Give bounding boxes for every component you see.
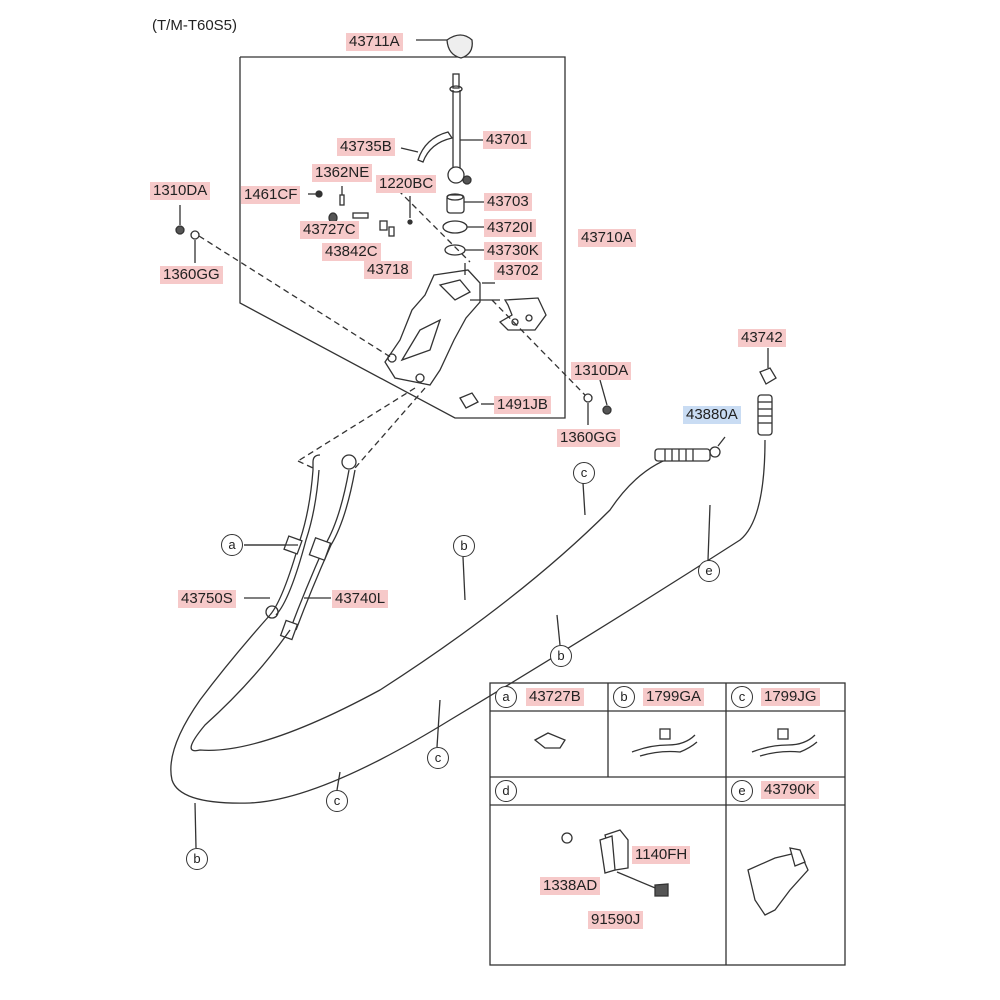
callout-1140FH[interactable]: 1140FH: [632, 846, 691, 864]
fitting-43880A: [654, 446, 721, 462]
callout-43710A[interactable]: 43710A: [578, 229, 636, 247]
callout-43727C[interactable]: 43727C: [300, 221, 359, 239]
callout-43742[interactable]: 43742: [738, 329, 786, 347]
callout-43730K[interactable]: 43730K: [484, 242, 542, 260]
legend-letter-a: a: [495, 686, 517, 708]
callout-1360GG-top[interactable]: 1360GG: [160, 266, 223, 284]
marker-c: c: [427, 747, 449, 769]
marker-a: a: [221, 534, 243, 556]
callout-43718[interactable]: 43718: [364, 261, 412, 279]
assembly-frame: [239, 56, 566, 419]
marker-c: c: [573, 462, 595, 484]
nut-1310DA-left: [175, 225, 185, 235]
callout-1310DA-right[interactable]: 1310DA: [571, 362, 632, 380]
legend-letter-b: b: [613, 686, 635, 708]
shift-lever: [447, 73, 472, 185]
nut-1461CF: [315, 190, 323, 198]
shift-bracket: [384, 269, 500, 386]
band-1799JG-icon: [751, 728, 818, 757]
legend-part-43727B[interactable]: 43727B: [526, 688, 584, 706]
callout-43735B[interactable]: 43735B: [337, 138, 395, 156]
callout-43740L[interactable]: 43740L: [332, 590, 389, 608]
callout-43701[interactable]: 43701: [483, 131, 531, 149]
callout-1338AD[interactable]: 1338AD: [540, 877, 601, 895]
callout-43702[interactable]: 43702: [494, 262, 542, 280]
legend-letter-e: e: [731, 780, 753, 802]
legend-letter-d: d: [495, 780, 517, 802]
lever-43702: [498, 297, 547, 331]
bushing-43703: [446, 193, 465, 214]
cable-43740L: [279, 454, 357, 641]
shift-knob: [446, 34, 473, 59]
dashed-leaders: [198, 189, 586, 469]
callout-1220BC[interactable]: 1220BC: [376, 175, 437, 193]
marker-b: b: [550, 645, 572, 667]
callout-43880A[interactable]: 43880A: [683, 406, 741, 424]
callout-43720I[interactable]: 43720I: [484, 219, 536, 237]
pin-43842C: [352, 212, 369, 219]
callout-43750S[interactable]: 43750S: [178, 590, 236, 608]
legend-letter-c: c: [731, 686, 753, 708]
marker-c: c: [326, 790, 348, 812]
legend-table: [489, 682, 846, 966]
marker-leaders: [194, 482, 711, 849]
band-1799GA-icon: [631, 728, 698, 757]
callout-43842C[interactable]: 43842C: [322, 243, 381, 261]
cable-route-outer: [170, 439, 766, 804]
callout-1310DA-top[interactable]: 1310DA: [150, 182, 211, 200]
callout-91590J[interactable]: 91590J: [588, 911, 644, 929]
cable-43750S: [265, 469, 320, 619]
model-header: (T/M-T60S5): [152, 17, 238, 34]
callout-1362NE[interactable]: 1362NE: [312, 164, 373, 182]
clip-43790K-icon: [747, 847, 809, 916]
clip-43727B-icon: [533, 732, 566, 749]
bracket-d-icon: [561, 829, 669, 897]
cable-route-inner: [190, 454, 681, 752]
nut-1310DA-right: [602, 405, 612, 415]
callout-1491JB[interactable]: 1491JB: [494, 396, 551, 414]
washer-1360GG-left: [190, 230, 200, 240]
legend-part-1799GA[interactable]: 1799GA: [643, 688, 705, 706]
legend-part-1799JG[interactable]: 1799JG: [761, 688, 820, 706]
clip-1491JB: [459, 392, 479, 409]
spring-43735B: [417, 131, 454, 163]
clip-43718: [388, 226, 395, 237]
legend-part-43790K[interactable]: 43790K: [761, 781, 819, 799]
callout-1461CF[interactable]: 1461CF: [241, 186, 301, 204]
washer-43720I: [442, 220, 468, 234]
callout-1360GG-right[interactable]: 1360GG: [557, 429, 620, 447]
fitting-43742: [757, 367, 777, 436]
callout-43703[interactable]: 43703: [484, 193, 532, 211]
marker-b: b: [186, 848, 208, 870]
washer-1360GG-right: [583, 393, 593, 403]
callout-43711A[interactable]: 43711A: [346, 33, 403, 51]
marker-b: b: [453, 535, 475, 557]
marker-e: e: [698, 560, 720, 582]
